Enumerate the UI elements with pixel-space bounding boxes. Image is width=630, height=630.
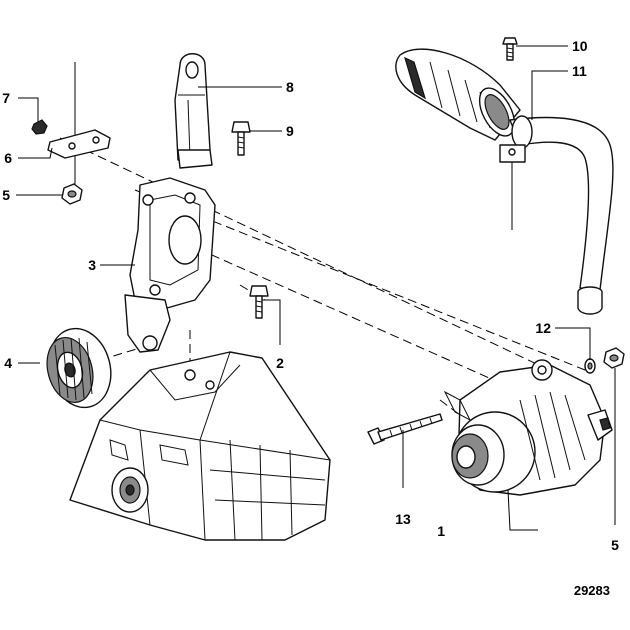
- callout-10: 10: [572, 38, 588, 54]
- callout-5-right: 5: [611, 537, 619, 553]
- callout-2: 2: [276, 355, 284, 371]
- engine-block: [69, 351, 331, 541]
- callout-labels: 1 2 3 4 5 5 6 7 8 9 10 11 12 13 29283: [2, 38, 619, 598]
- callout-11: 11: [572, 63, 587, 79]
- callout-3: 3: [88, 257, 96, 273]
- alternator-1: [443, 359, 613, 496]
- callout-12: 12: [535, 320, 551, 336]
- bolt-13: [367, 413, 443, 445]
- bolt-9: [231, 121, 251, 156]
- figure-number: 29283: [574, 583, 610, 598]
- mounting-bracket-3: [124, 177, 216, 353]
- callout-4: 4: [4, 355, 12, 371]
- nut-7: [31, 119, 48, 135]
- bolt-2: [249, 285, 269, 319]
- idler-pulley-4: [46, 327, 112, 409]
- bolt-10: [502, 37, 518, 61]
- washer-12: [584, 358, 596, 374]
- callout-9: 9: [286, 123, 294, 139]
- nut-5-right: [603, 347, 625, 369]
- callout-7: 7: [2, 90, 10, 106]
- callout-1: 1: [437, 523, 445, 539]
- callout-5-left: 5: [2, 187, 10, 203]
- callout-13: 13: [395, 511, 411, 527]
- strap-6: [47, 129, 111, 159]
- nut-5-left: [61, 183, 83, 205]
- air-intake-hose: [395, 48, 614, 315]
- callout-8: 8: [286, 79, 294, 95]
- leader-lines: [16, 45, 616, 531]
- bracket-8: [174, 53, 213, 169]
- callout-6: 6: [4, 150, 12, 166]
